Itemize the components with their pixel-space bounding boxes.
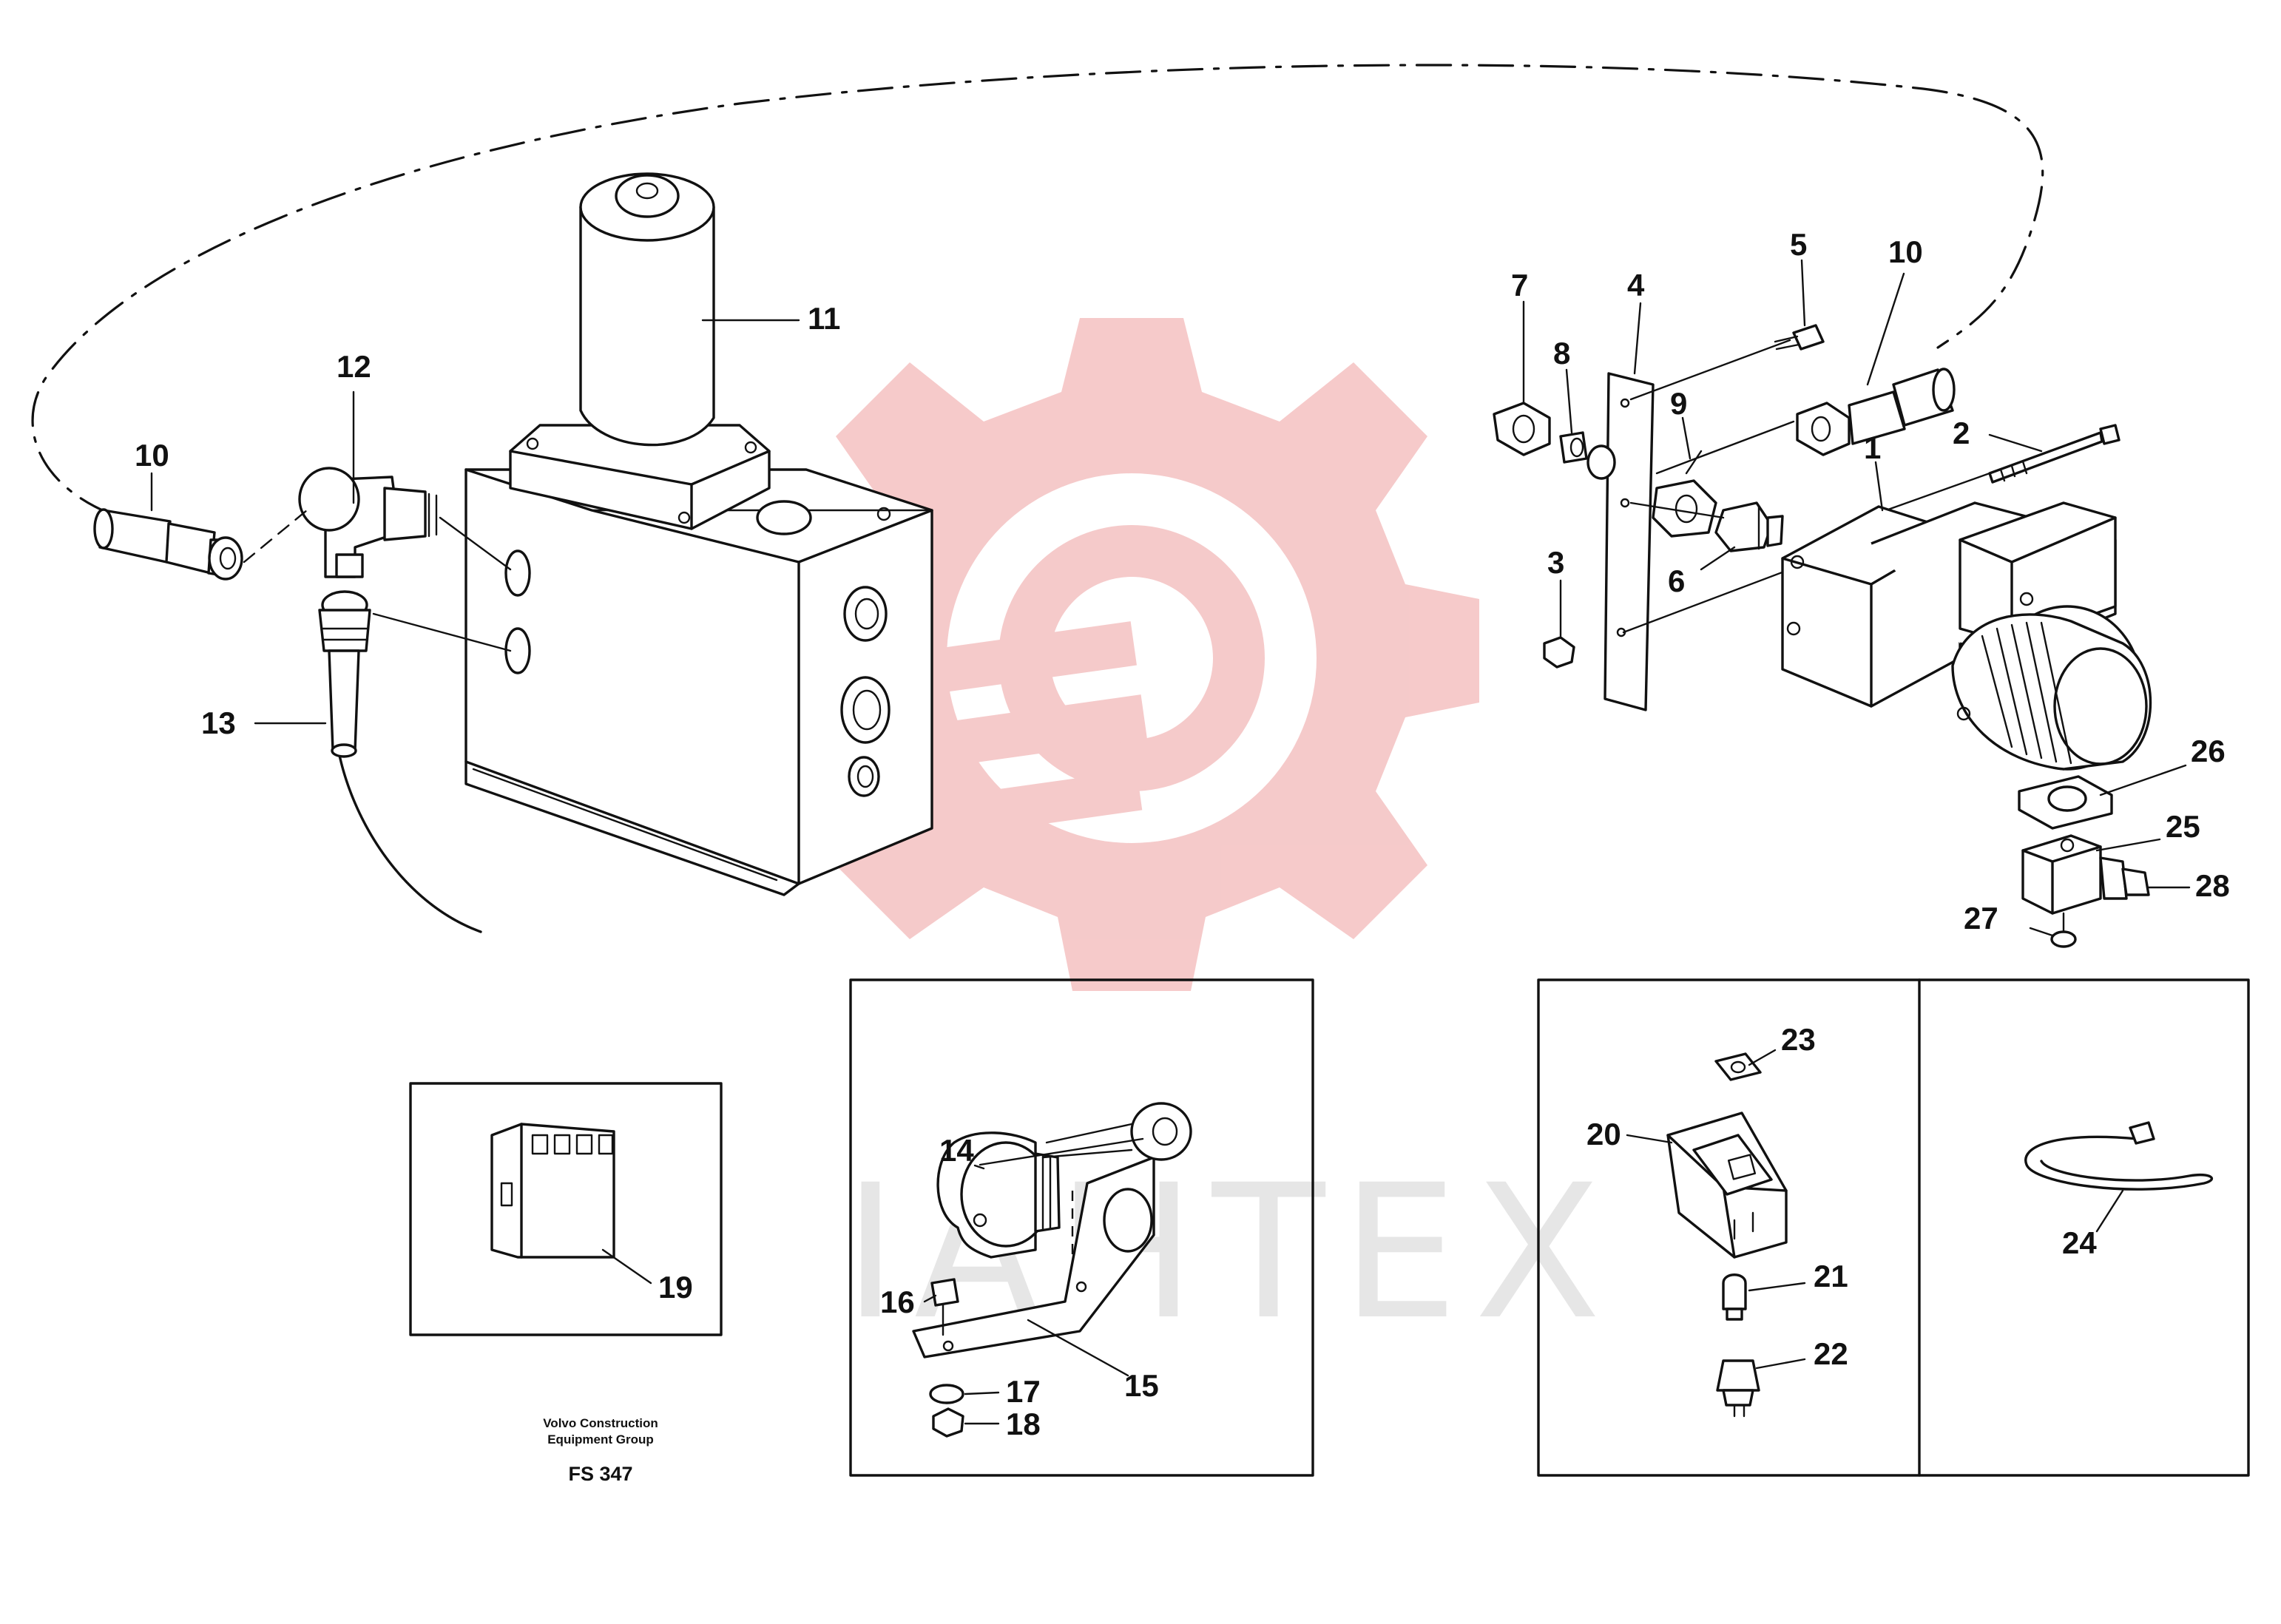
callout-15: 15 (1124, 1368, 1159, 1403)
fitting-9 (1586, 444, 1717, 538)
callout-24: 24 (2062, 1225, 2097, 1260)
gasket-26 (2018, 775, 2113, 830)
callout-20: 20 (1586, 1117, 1621, 1151)
callout-12: 12 (337, 349, 371, 384)
elbow-fitting (298, 467, 438, 578)
callout-26: 26 (2191, 734, 2226, 768)
caption-line2: Equipment Group (547, 1432, 654, 1447)
callout-28: 28 (2195, 868, 2230, 903)
nut-3 (1543, 636, 1575, 669)
callout-3: 3 (1547, 545, 1564, 580)
watermark-gear-logo (691, 318, 1479, 991)
fitting-6 (1714, 501, 1784, 552)
callout-14: 14 (939, 1133, 974, 1168)
valve-block (464, 468, 933, 896)
callout-6: 6 (1668, 564, 1685, 598)
callout-13: 13 (201, 706, 236, 740)
hose-10-right (1796, 368, 1956, 456)
connector-line (372, 516, 512, 652)
bolt-2 (1988, 424, 2121, 484)
cable-entry-28 (2099, 856, 2150, 900)
inset-relay (409, 1082, 723, 1336)
callout-27: 27 (1964, 901, 1998, 936)
mounting-strip (1604, 372, 1655, 711)
callout-1: 1 (1864, 430, 1881, 465)
wire-route-lower (335, 738, 482, 933)
caption: Volvo Construction Equipment Group FS 34… (543, 1416, 658, 1485)
callout-11: 11 (808, 301, 840, 336)
screw-5 (1774, 324, 1825, 351)
inset-rocker-switch (1537, 978, 2250, 1477)
callout-18: 18 (1006, 1407, 1041, 1441)
callout-21: 21 (1814, 1259, 1848, 1293)
plug-25 (2021, 834, 2102, 915)
solenoid-valve (509, 172, 771, 530)
callout-5: 5 (1790, 227, 1807, 262)
callout-16: 16 (880, 1285, 915, 1319)
callout-25: 25 (2166, 809, 2200, 844)
connector-line (1622, 339, 1991, 634)
callout-17: 17 (1006, 1374, 1041, 1409)
fitting-8 (1559, 431, 1588, 464)
callout-2: 2 (1953, 416, 1970, 450)
callout-4: 4 (1627, 268, 1645, 302)
leader-lines (150, 259, 2191, 1425)
wire-route-loop (31, 64, 2044, 515)
callout-23: 23 (1781, 1022, 1816, 1057)
callout-9: 9 (1670, 386, 1687, 421)
solenoid-motor-1 (1781, 501, 2152, 771)
tube-13 (318, 590, 371, 758)
callout-22: 22 (1814, 1336, 1848, 1371)
callout-10-right: 10 (1888, 234, 1923, 269)
callout-7: 7 (1511, 268, 1528, 302)
figure-code: FS 347 (568, 1463, 632, 1485)
connector-line (243, 509, 308, 564)
screw-27 (2050, 912, 2077, 948)
callout-8: 8 (1553, 336, 1570, 371)
nut-7 (1493, 402, 1551, 456)
caption-line1: Volvo Construction (543, 1416, 658, 1430)
hose-10-left (93, 508, 243, 581)
callout-labels: 1 2 3 4 5 6 7 8 9 10 10 11 12 13 14 15 1… (135, 227, 2230, 1441)
callout-10-left: 10 (135, 438, 169, 473)
inset-position-switch (849, 978, 1314, 1477)
callout-19: 19 (658, 1270, 693, 1305)
